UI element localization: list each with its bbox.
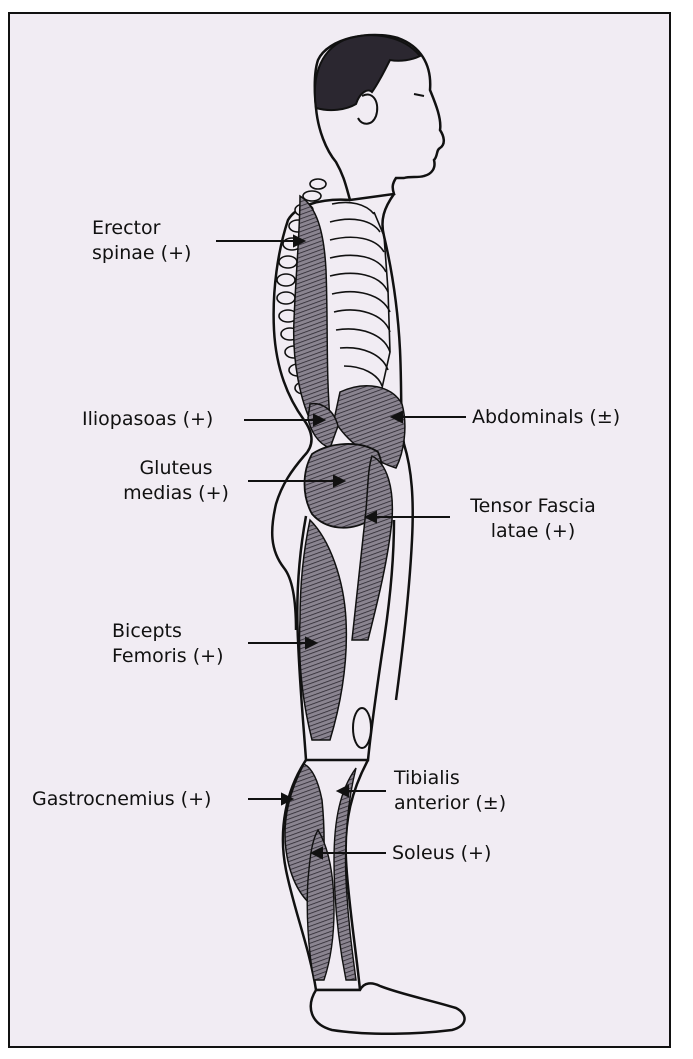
rib-cage	[329, 201, 391, 389]
label-gastrocnemius: Gastrocnemius (+)	[32, 787, 211, 812]
label-line: Soleus (+)	[392, 842, 492, 864]
label-erector-spinae: Erector spinae (+)	[92, 216, 191, 266]
tibialis-anterior-muscle	[333, 767, 357, 981]
head	[313, 33, 445, 202]
label-line: Gastrocnemius (+)	[32, 788, 212, 810]
label-line: Femoris (+)	[112, 645, 224, 667]
label-line: medias (+)	[123, 482, 229, 504]
label-line: Erector	[92, 217, 161, 239]
label-line: Tibialis	[394, 767, 460, 789]
label-line: latae (+)	[490, 520, 576, 542]
label-line: Abdominals (±)	[472, 406, 621, 428]
label-gluteus-medius: Gluteus medias (+)	[108, 456, 244, 506]
label-line: spinae (+)	[92, 242, 192, 264]
label-line: Iliopasoas (+)	[82, 408, 214, 430]
label-line: anterior (±)	[394, 792, 507, 814]
label-tibialis-anterior: Tibialis anterior (±)	[394, 766, 506, 816]
tensor-fascia-latae-muscle	[351, 454, 394, 641]
abdominal-muscle	[333, 385, 406, 469]
label-line: Tensor Fascia	[470, 495, 596, 517]
label-iliopsoas: Iliopasoas (+)	[82, 407, 213, 432]
foot	[309, 982, 466, 1036]
soleus-muscle	[306, 828, 335, 981]
label-abdominals: Abdominals (±)	[472, 405, 620, 430]
label-tensor-fascia-latae: Tensor Fascia latae (+)	[452, 494, 614, 544]
label-soleus: Soleus (+)	[392, 841, 491, 866]
label-biceps-femoris: Bicepts Femoris (+)	[112, 619, 224, 669]
pointer-arrows	[216, 234, 466, 860]
biceps-femoris-muscle	[298, 518, 348, 741]
label-line: Bicepts	[112, 620, 182, 642]
kneecap	[352, 707, 372, 749]
thigh	[296, 515, 396, 762]
label-line: Gluteus	[139, 457, 213, 479]
